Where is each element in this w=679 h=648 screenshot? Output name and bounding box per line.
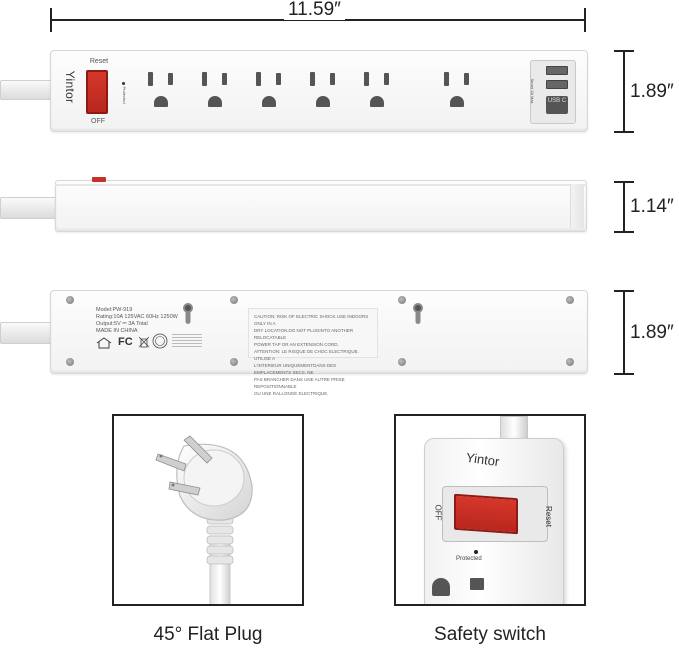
switch-closeup-frame: Yintor OFF Reset Protected bbox=[394, 414, 586, 606]
screw-icon bbox=[230, 296, 238, 304]
screw-icon bbox=[566, 296, 574, 304]
height-bottom-line bbox=[623, 290, 625, 375]
closeup-hot-slot bbox=[470, 578, 484, 590]
width-label: 11.59″ bbox=[284, 0, 345, 20]
outlet-ground-slot bbox=[208, 96, 222, 107]
ac-outlet[interactable] bbox=[306, 66, 340, 114]
screw-icon bbox=[230, 358, 238, 366]
outlet-hot-slot bbox=[222, 73, 227, 85]
height-top-label: 1.89″ bbox=[630, 81, 674, 102]
strip-body bbox=[50, 50, 588, 132]
screw-icon bbox=[66, 296, 74, 304]
closeup-ground-slot bbox=[432, 578, 450, 596]
screw-icon bbox=[566, 358, 574, 366]
side-strip-body bbox=[55, 180, 587, 232]
caution-line: DRY LOCATION.DO NOT PLUGINTO ANOTHER REL… bbox=[254, 328, 354, 340]
protected-label: Protected bbox=[122, 86, 127, 104]
rating-line: MADE IN CHINA bbox=[96, 328, 138, 334]
usb-a-port-2[interactable] bbox=[546, 80, 568, 89]
outlet-neutral-slot bbox=[148, 72, 153, 86]
plug-closeup-frame bbox=[112, 414, 304, 606]
etl-cert-icon bbox=[152, 333, 168, 349]
screw-icon bbox=[66, 358, 74, 366]
depth-line bbox=[623, 181, 625, 233]
strip-brand-container: Yintor bbox=[60, 58, 80, 118]
outlet-ground-slot bbox=[262, 96, 276, 107]
caution-line: ATTENTION: LE RISQUE DE CHOC ELECTRIQUE.… bbox=[254, 349, 359, 361]
outlet-neutral-slot bbox=[364, 72, 369, 86]
plug-caption: 45° Flat Plug bbox=[153, 624, 263, 645]
closeup-protected-light bbox=[474, 550, 478, 554]
protected-indicator-light bbox=[122, 82, 125, 85]
caution-line: L'INTERIEUR UNIQUEMENTDANS DES EMPLACEME… bbox=[254, 363, 337, 375]
usb-side-label: Smart 3A Max bbox=[530, 78, 535, 104]
usb-c-label: USB C bbox=[547, 98, 567, 104]
rating-line: Output:5V ⎓ 3A Total bbox=[96, 321, 148, 327]
keyhole-icon bbox=[183, 303, 193, 324]
depth-label: 1.14″ bbox=[630, 196, 674, 217]
closeup-protected-label: Protected bbox=[456, 556, 482, 562]
closeup-off-label: OFF bbox=[433, 504, 443, 521]
usb-c-port[interactable]: USB C bbox=[546, 96, 568, 114]
usb-a-port-1[interactable] bbox=[546, 66, 568, 75]
width-line bbox=[50, 19, 586, 21]
back-power-cord bbox=[0, 322, 56, 344]
caution-line: PAS BRANCHER DANS UNE AUTRE PRISE REPOSI… bbox=[254, 377, 345, 389]
side-switch-edge bbox=[92, 177, 106, 182]
caution-line: POWER TAP OR AN EXTENSION CORD. bbox=[254, 342, 339, 347]
height-top-line bbox=[623, 50, 625, 133]
indoor-house-icon bbox=[96, 337, 112, 349]
outlet-hot-slot bbox=[384, 73, 389, 85]
outlet-ground-slot bbox=[370, 96, 384, 107]
ac-outlet[interactable] bbox=[198, 66, 232, 114]
strip-brand: Yintor bbox=[63, 70, 77, 104]
outlet-hot-slot bbox=[330, 73, 335, 85]
screw-icon bbox=[398, 296, 406, 304]
power-switch[interactable] bbox=[86, 70, 108, 114]
switch-off-label: OFF bbox=[91, 118, 105, 125]
outlet-hot-slot bbox=[168, 73, 173, 85]
rating-line: Rating:10A 125VAC 60Hz 1250W bbox=[96, 314, 178, 320]
side-end-cap bbox=[570, 184, 584, 228]
outlet-neutral-slot bbox=[444, 72, 449, 86]
height-bottom-label: 1.89″ bbox=[630, 322, 674, 343]
ac-outlet[interactable] bbox=[360, 66, 394, 114]
outlet-ground-slot bbox=[316, 96, 330, 107]
ac-outlet[interactable] bbox=[144, 66, 178, 114]
outlet-ground-slot bbox=[450, 96, 464, 107]
outlet-ground-slot bbox=[154, 96, 168, 107]
ac-outlet[interactable] bbox=[252, 66, 286, 114]
keyhole-icon bbox=[413, 303, 423, 324]
caution-label-panel: CAUTION: RISK OF ELECTRIC SHOCK USE INDO… bbox=[248, 308, 378, 396]
power-cord bbox=[0, 80, 56, 100]
flat-plug-illustration bbox=[155, 435, 253, 604]
switch-caption: Safety switch bbox=[434, 624, 546, 645]
outlet-hot-slot bbox=[276, 73, 281, 85]
switch-reset-label: Reset bbox=[89, 58, 109, 65]
caution-line: CAUTION: RISK OF ELECTRIC SHOCK USE INDO… bbox=[254, 314, 369, 326]
side-power-cord bbox=[0, 197, 60, 219]
cert-fine-print bbox=[172, 334, 202, 348]
side-seam bbox=[55, 184, 587, 186]
closeup-power-switch[interactable] bbox=[454, 493, 518, 535]
fcc-logo: FC bbox=[118, 336, 133, 348]
caution-line: OU UNE RALLONGE ELECTRIQUE. bbox=[254, 391, 329, 396]
outlet-neutral-slot bbox=[310, 72, 315, 86]
weee-bin-icon bbox=[138, 336, 150, 348]
screw-icon bbox=[398, 358, 406, 366]
rating-line: Model:PW-919 bbox=[96, 307, 133, 313]
closeup-reset-label: Reset bbox=[543, 506, 553, 527]
ac-outlet[interactable] bbox=[440, 66, 474, 114]
outlet-neutral-slot bbox=[202, 72, 207, 86]
outlet-hot-slot bbox=[464, 73, 469, 85]
rating-info-block: Model:PW-919 Rating:10A 125VAC 60Hz 1250… bbox=[96, 307, 186, 335]
outlet-neutral-slot bbox=[256, 72, 261, 86]
